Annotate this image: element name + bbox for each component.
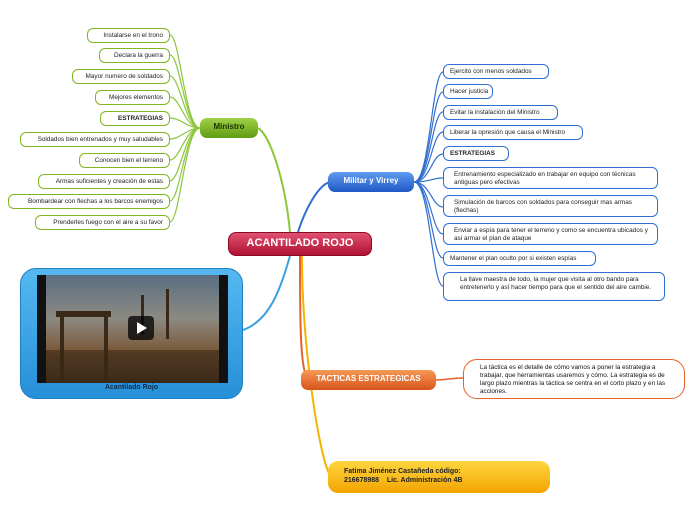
central-topic[interactable]: ACANTILADO ROJO — [228, 232, 372, 256]
militar-item-8[interactable]: Enviar a espía para tener el terreno y c… — [443, 223, 658, 245]
play-icon[interactable] — [128, 316, 154, 340]
ministro-item-4[interactable]: Mejores elementos — [95, 90, 170, 105]
ministro-item-7[interactable]: Conocen bien el terreno — [79, 153, 170, 168]
militar-item-1[interactable]: Ejercito con menos soldados — [443, 64, 549, 79]
ministro-item-9[interactable]: Bombardear con flechas a los barcos enem… — [8, 194, 170, 209]
ministro-item-6[interactable]: Soldados bien entrenados y muy saludable… — [20, 132, 170, 147]
militar-item-3[interactable]: Evitar la instalación del Ministro — [443, 105, 558, 120]
video-thumbnail[interactable] — [37, 275, 228, 383]
militar-item-5[interactable]: ESTRATEGIAS — [443, 146, 509, 161]
ministro-item-10[interactable]: Prenderles fuego con el aire a su favor — [35, 215, 170, 230]
tacticas-note[interactable]: La táctica es el detalle de cómo vamos a… — [463, 359, 685, 399]
militar-item-6[interactable]: Entrenamiento especializado en trabajar … — [443, 167, 658, 189]
militar-item-7[interactable]: Simulación de barcos con soldados para c… — [443, 195, 658, 217]
ministro-item-5[interactable]: ESTRATEGIAS — [100, 111, 170, 126]
tacticas-node[interactable]: TACTICAS ESTRATEGICAS — [301, 370, 436, 390]
militar-item-10[interactable]: La llave maestra de todo, la mujer que v… — [443, 272, 665, 301]
ministro-item-2[interactable]: Declara la guerra — [99, 48, 170, 63]
ministro-node[interactable]: Ministro — [200, 118, 258, 138]
ministro-item-3[interactable]: Mayor numero de soldados — [72, 69, 170, 84]
author-node[interactable]: Fatima Jiménez Castañeda código: 2166789… — [328, 461, 550, 493]
militar-item-9[interactable]: Mantener el plan oculto por si existen e… — [443, 251, 596, 266]
video-caption: Acantilado Rojo — [104, 384, 159, 391]
video-node[interactable]: Acantilado Rojo — [20, 268, 243, 399]
militar-item-4[interactable]: Liberar la opresión que causa el Ministr… — [443, 125, 583, 140]
ministro-item-8[interactable]: Armas suficientes y creación de estas — [38, 174, 170, 189]
ministro-item-1[interactable]: Instalarse en el trono — [87, 28, 170, 43]
militar-node[interactable]: Militar y Virrey — [328, 172, 414, 192]
militar-item-2[interactable]: Hacer justicia — [443, 84, 493, 99]
